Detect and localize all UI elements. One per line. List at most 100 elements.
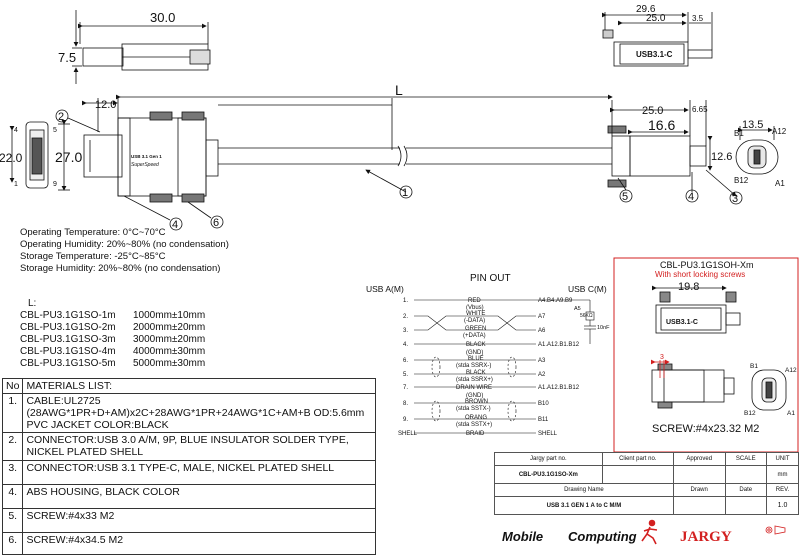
dim-c-top-small: 3.5 xyxy=(692,14,704,23)
usbc-top-view xyxy=(602,12,713,67)
pinout-cap: 10nF xyxy=(597,325,610,331)
a-pin-5: 5 xyxy=(53,127,57,134)
materials-table: No MATERIALS LIST: 1. CABLE:UL2725 (28AW… xyxy=(1,378,376,555)
pin-row-2-sub: (+DATA) xyxy=(463,333,486,339)
usba-side-view xyxy=(82,94,613,203)
pinout-right-label: USB C(M) xyxy=(568,284,607,294)
dim-a-22: 22.0 xyxy=(0,151,23,165)
length-header: L: xyxy=(28,298,37,309)
pin-row-4-pin: 6. xyxy=(403,358,408,364)
dim-overall-L: L xyxy=(395,82,403,98)
materials-row: 2. CONNECTOR:USB 3.0 A/M, 9P, BLUE INSUL… xyxy=(1,432,376,461)
pin-row-6-sub: (GND) xyxy=(466,393,483,399)
pin-row-3-right: A1.A12.B1.B12 xyxy=(538,342,580,348)
c-top-label: USB3.1-C xyxy=(636,50,673,59)
pin-row-6-right: A1.A12.B1.B12 xyxy=(538,385,580,391)
pin-row-2-name: GREEN xyxy=(465,326,486,332)
logo-runner-icon xyxy=(641,519,658,545)
c-pin-b12: B12 xyxy=(734,176,749,185)
dim-c-126: 12.6 xyxy=(711,151,732,163)
pin-row-3-pin: 4. xyxy=(403,342,408,348)
spec-line: Operating Temperature: 0°C~70°C xyxy=(20,227,166,238)
pin-row-8-pin: 9. xyxy=(403,417,408,423)
callout-2: 2 xyxy=(58,111,64,123)
spec-line: Operating Humidity: 20%~80% (no condensa… xyxy=(20,239,229,250)
spec-line: Storage Temperature: -25°C~85°C xyxy=(20,251,166,262)
dim-a-12: 12.0 xyxy=(95,99,116,111)
pin-row-7-sub: (stda SSTX-) xyxy=(456,406,491,412)
pin-row-3-name: BLACK xyxy=(466,342,486,348)
materials-row: 6. SCREW:#4x34.5 M2 xyxy=(1,532,376,555)
pin-row-0-pin: 1. xyxy=(403,298,408,304)
usbc-front-face xyxy=(735,126,779,175)
inset-screw: SCREW:#4x23.32 M2 xyxy=(652,423,759,435)
dim-top-height: 7.5 xyxy=(58,50,76,65)
pin-row-5-name: BLACK xyxy=(466,370,486,376)
rev-value: 1.0 xyxy=(766,496,799,515)
pin-row-8-sub: (stda SSTX+) xyxy=(456,422,492,428)
callout-4b: 4 xyxy=(688,191,694,203)
pin-row-4-sub: (stda SSRX-) xyxy=(456,363,491,369)
spec-block: Operating Temperature: 0°C~70°C Operatin… xyxy=(20,227,229,275)
usba-top-view xyxy=(72,10,211,84)
inset-title: CBL-PU3.1G1SOH-Xm xyxy=(660,260,754,270)
usba-gen-label: USB 3.1 Gen 1 xyxy=(131,154,162,159)
pin-row-7-pin: 8. xyxy=(403,401,408,407)
pin-row-3-sub: (GND) xyxy=(466,350,483,356)
pin-row-1-sub: (-DATA) xyxy=(464,318,485,324)
c-pin-a12: A12 xyxy=(772,127,787,136)
dim-a-27: 27.0 xyxy=(55,149,82,165)
materials-row: 1. CABLE:UL2725 (28AWG*1PR+D+AM)x2C+28AW… xyxy=(1,393,376,433)
usbc-side-view xyxy=(607,100,737,197)
logo-jargy: JARGY xyxy=(680,529,732,545)
inset-subtitle: With short locking screws xyxy=(655,270,745,279)
drawing-name-value: USB 3.1 GEN 1 A to C M/M xyxy=(494,496,674,515)
pin-row-0-name: RED xyxy=(468,298,481,304)
pin-row-1-pin: 2. xyxy=(403,314,408,320)
c-pin-b1: B1 xyxy=(734,129,744,138)
pin-row-2-right: A6 xyxy=(538,328,546,334)
callouts xyxy=(55,109,743,231)
part-number-value: CBL-PU3.1G1SO-Xm xyxy=(494,465,603,484)
pinout-rows: 1. RED (Vbus) A4.B4.A9.B9 2. WHITE (-DAT… xyxy=(398,298,580,437)
dim-c-665: 6.65 xyxy=(692,105,708,114)
spec-line: Storage Humidity: 20%~80% (no condensati… xyxy=(20,263,221,274)
callout-5: 5 xyxy=(622,191,628,203)
a-pin-4: 4 xyxy=(14,127,18,134)
inset-pin-a12: A12 xyxy=(785,367,797,374)
pinout-left-label: USB A(M) xyxy=(366,284,404,294)
callout-6: 6 xyxy=(213,217,219,229)
pin-row-0-right: A4.B4.A9.B9 xyxy=(538,298,573,304)
callout-3: 3 xyxy=(732,193,738,205)
pin-row-4-right: A3 xyxy=(538,358,546,364)
pinout-wiring xyxy=(414,299,596,434)
dim-c-25: 25.0 xyxy=(642,105,663,117)
logo-computing: Computing xyxy=(568,529,637,544)
inset-box xyxy=(613,257,799,453)
inset-dim-3: 3 xyxy=(660,354,664,361)
materials-row: 4. ABS HOUSING, BLACK COLOR xyxy=(1,484,376,509)
a-pin-1: 1 xyxy=(14,181,18,188)
inset-pin-b12: B12 xyxy=(744,410,756,417)
logo-mobile: Mobile xyxy=(502,529,543,544)
pin-row-7-right: B10 xyxy=(538,401,549,407)
c-pin-a1: A1 xyxy=(775,179,785,188)
dim-c-top-length2: 25.0 xyxy=(646,13,666,24)
inset-pin-a1: A1 xyxy=(787,410,795,417)
title-block: Jargy part no. Client part no. Approved … xyxy=(494,452,799,515)
pin-row-7-name: BROWN xyxy=(465,399,488,405)
pin-row-5-pin: 5. xyxy=(403,372,408,378)
inset-pin-b1: B1 xyxy=(750,363,758,370)
pinout-a5: A5 xyxy=(574,306,581,312)
materials-row: 5. SCREW:#4x33 M2 xyxy=(1,508,376,533)
dim-c-166: 16.6 xyxy=(648,117,675,133)
callout-1: 1 xyxy=(402,187,408,199)
dim-c-135: 13.5 xyxy=(742,119,763,131)
pinout-resistor: 56KΩ xyxy=(580,313,593,319)
